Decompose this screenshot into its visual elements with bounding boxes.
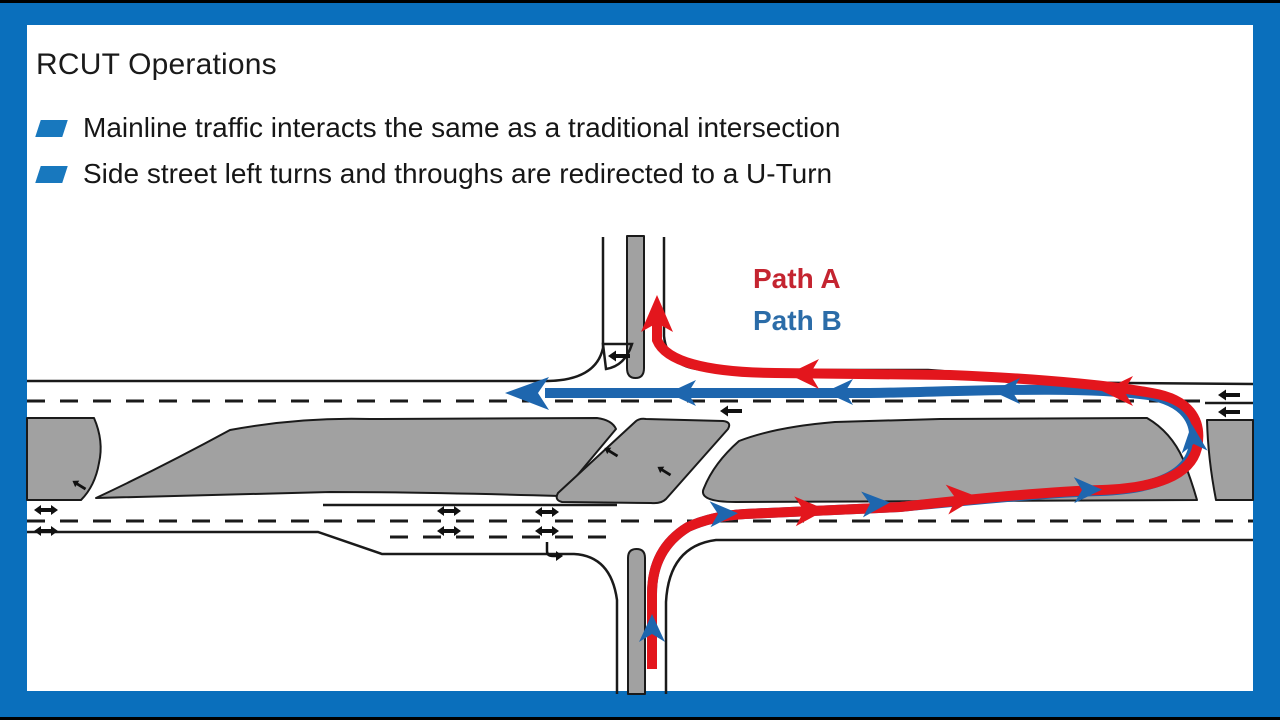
median-south-leg-strip	[627, 548, 646, 695]
path-b-legend-label: Path B	[753, 305, 842, 336]
path-b-chevron	[1073, 477, 1102, 504]
turn-hook-arrow	[72, 480, 87, 491]
left-arrow	[1218, 389, 1240, 401]
path-b-chevron	[639, 614, 665, 642]
path-b-chevron	[825, 379, 853, 405]
path-b-chevron	[861, 491, 890, 518]
pavement-arrows	[34, 350, 1240, 561]
left-arrow	[720, 405, 742, 417]
edge-top-west-northleg	[27, 237, 605, 383]
slide-title: RCUT Operations	[36, 48, 277, 81]
bottom-black-strip	[0, 717, 1280, 720]
path-a-chevron	[1102, 376, 1133, 406]
bullet-text: Side street left turns and throughs are …	[83, 158, 833, 189]
median-islands	[26, 235, 1254, 695]
median-right-block	[1206, 419, 1254, 501]
path-b-chevron	[709, 501, 738, 528]
bullet-square-icon	[35, 166, 68, 183]
turn-hook-arrow	[657, 466, 672, 477]
northleg-corner-island	[601, 342, 634, 371]
edge-bottom-west-southleg	[27, 530, 619, 694]
right-turn-arrow	[545, 542, 563, 561]
bullet-item: Mainline traffic interacts the same as a…	[35, 112, 841, 144]
path-b-chevron	[992, 378, 1020, 404]
double-arrow	[34, 526, 58, 536]
path-a-chevron	[794, 496, 826, 527]
path-b-chevrons	[639, 378, 1208, 642]
path-a-legend-label: Path A	[753, 263, 841, 294]
path-b-terminal-arrowhead	[505, 377, 549, 410]
bullet-item: Side street left turns and throughs are …	[35, 158, 833, 190]
bullet-text: Mainline traffic interacts the same as a…	[83, 112, 841, 143]
left-arrow	[608, 350, 630, 362]
path-a-chevron	[788, 359, 819, 389]
path-a-line	[647, 320, 1204, 669]
median-west	[95, 417, 617, 499]
double-arrow	[535, 507, 559, 517]
double-arrow	[437, 506, 461, 516]
path-a-terminal-arrowhead	[641, 295, 673, 332]
turn-hook-arrow	[604, 447, 619, 458]
path-a-chevron	[945, 484, 978, 515]
path-b-chevron	[1181, 424, 1208, 454]
path-a-arrowheads	[641, 295, 1133, 527]
median-center-island	[555, 417, 731, 505]
median-north-leg-strip	[626, 235, 645, 379]
median-left-block	[26, 417, 102, 501]
top-black-strip	[0, 0, 1280, 3]
path-a-route	[641, 295, 1204, 669]
double-arrow	[437, 526, 461, 536]
edge-southleg-east-bottom	[664, 538, 1253, 694]
bullet-square-icon	[35, 120, 68, 137]
lane-lines	[27, 399, 1253, 539]
double-arrow	[34, 505, 58, 515]
path-b-chevron	[668, 380, 696, 406]
left-arrow	[1218, 406, 1240, 418]
double-arrow	[535, 526, 559, 536]
